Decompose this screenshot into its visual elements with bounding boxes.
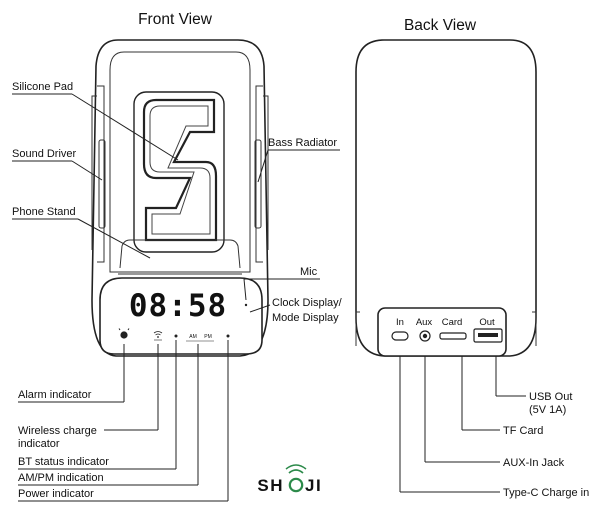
label-usb-out-2: (5V 1A) — [529, 404, 566, 416]
label-mode-display: Mode Display — [272, 312, 339, 324]
am-label: AM — [189, 334, 197, 340]
back-view-title: Back View — [404, 17, 477, 34]
port-label-aux: Aux — [416, 317, 433, 328]
label-power-indicator: Power indicator — [18, 488, 94, 500]
label-wireless-charge-2: indicator — [18, 438, 60, 450]
label-bt-status: BT status indicator — [18, 456, 109, 468]
label-typec-charge: Type-C Charge in — [503, 487, 589, 499]
wireless-charge-icon — [153, 331, 163, 341]
shoji-logo: SH JI — [257, 464, 322, 495]
alarm-icon — [118, 328, 130, 339]
label-usb-out-1: USB Out — [529, 391, 572, 403]
clock-display: 08:58 — [129, 288, 227, 324]
port-label-out: Out — [479, 317, 495, 328]
typec-port — [391, 331, 409, 341]
port-label-in: In — [396, 317, 404, 328]
pm-label: PM — [204, 334, 212, 340]
tf-card-slot — [439, 332, 467, 340]
indicator-row: AM PM — [118, 328, 230, 342]
back-device: In Aux Card Out — [355, 39, 537, 357]
brand-text-left: SH — [257, 476, 284, 495]
label-wireless-charge-1: Wireless charge — [18, 425, 97, 437]
front-view-title: Front View — [138, 11, 213, 28]
brand-text-right: JI — [305, 476, 322, 495]
label-aux-in-jack: AUX-In Jack — [503, 457, 565, 469]
label-clock-display: Clock Display/ — [272, 297, 343, 309]
label-alarm-indicator: Alarm indicator — [18, 389, 92, 401]
front-device: 08:58 AM PM — [91, 39, 269, 357]
label-bass-radiator: Bass Radiator — [268, 137, 337, 149]
label-silicone-pad: Silicone Pad — [12, 81, 73, 93]
label-sound-driver: Sound Driver — [12, 148, 77, 160]
brand-wifi-o-icon — [285, 464, 307, 493]
silicone-pad-logo — [133, 91, 225, 253]
label-am-pm: AM/PM indication — [18, 472, 104, 484]
port-label-card: Card — [442, 317, 463, 328]
label-tf-card: TF Card — [503, 425, 543, 437]
label-mic: Mic — [300, 266, 318, 278]
mic-hole — [244, 303, 248, 307]
bt-status-led — [174, 334, 178, 338]
label-phone-stand: Phone Stand — [12, 206, 76, 218]
power-led — [226, 334, 230, 338]
